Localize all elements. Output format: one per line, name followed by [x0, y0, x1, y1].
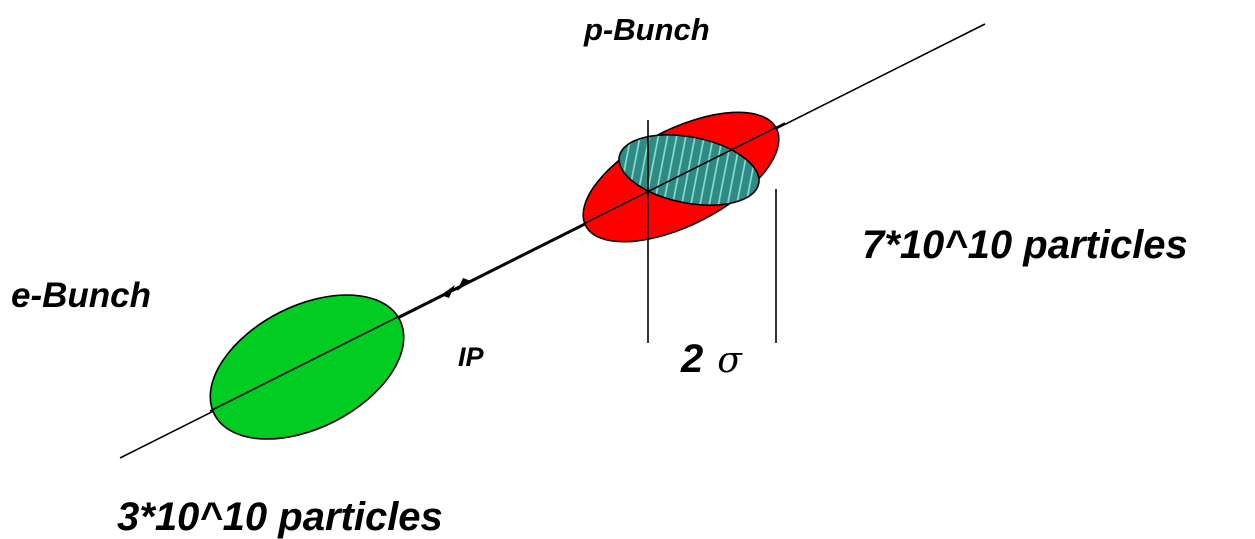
electron-bunch-ellipse	[209, 294, 405, 440]
p-bunch-label: p-Bunch	[583, 12, 710, 47]
ip-crossing-arrows-icon	[441, 278, 471, 298]
e-particles-label: 3*10^10 particles	[117, 495, 443, 539]
width-value: 2	[680, 337, 703, 381]
sigma-symbol: σ	[717, 340, 743, 381]
p-particles-label: 7*10^10 particles	[862, 223, 1188, 267]
e-bunch-label: e-Bunch	[11, 276, 151, 315]
overlap-region-ellipse	[618, 134, 760, 206]
beam-axis-overlay	[209, 122, 786, 412]
ip-label: IP	[458, 342, 485, 372]
